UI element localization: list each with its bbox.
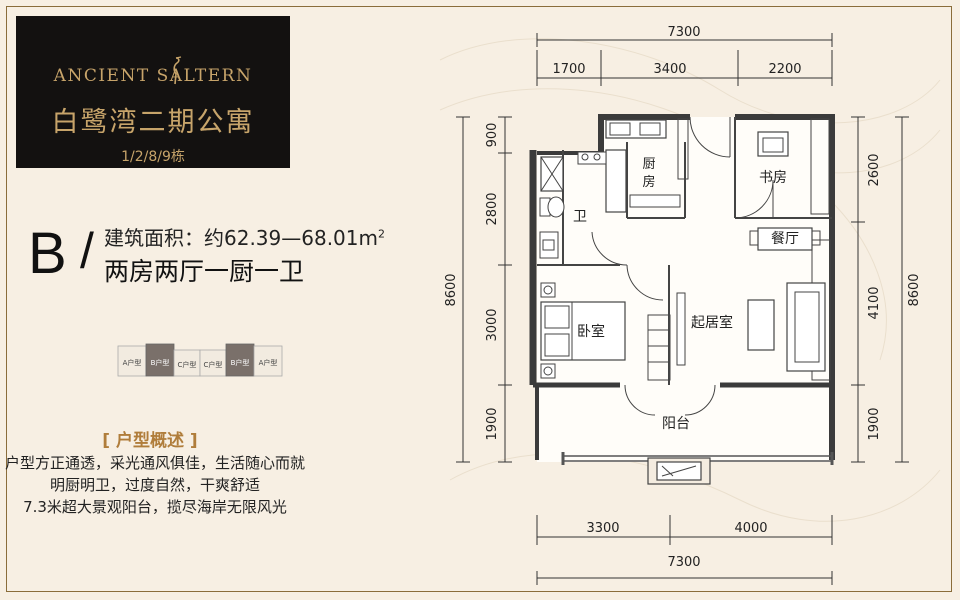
room-label-kitchen-2: 房 — [642, 174, 655, 190]
dim-bottom-total: 7300 — [667, 555, 700, 570]
key-plan-label-2: B户型 — [151, 358, 170, 367]
dimension-lines — [456, 33, 909, 585]
bedside-table-icon — [540, 282, 556, 379]
key-plan-label-1: A户型 — [123, 358, 142, 367]
room-label-study: 书房 — [759, 170, 787, 186]
overview-line-2: 明厨明卫，过度自然，干爽舒适 — [49, 476, 260, 494]
shower-icon — [540, 156, 564, 192]
building-area: 建筑面积：约62.39—68.01m2 — [104, 222, 385, 251]
dim-top-seg-1: 1700 — [552, 62, 585, 77]
dim-left-seg-3: 3000 — [485, 308, 500, 341]
key-plan-diagram: A户型 B户型 C户型 C户型 B户型 A户型 — [117, 343, 283, 377]
key-plan-label-5: B户型 — [231, 358, 250, 367]
room-label-bath: 卫 — [573, 209, 587, 225]
sofa-icon — [786, 282, 826, 372]
dim-right-seg-2: 4100 — [867, 286, 882, 319]
building-numbers: 1/2/8/9栋 — [121, 149, 185, 165]
brand-name-en: ANCIENT SALTERN — [53, 66, 253, 86]
room-label-balcony: 阳台 — [662, 416, 690, 432]
dim-left-seg-2: 2800 — [485, 192, 500, 225]
door-swings — [591, 116, 774, 416]
key-plan-a-right — [253, 345, 283, 377]
kitchen-sink-icon — [605, 119, 667, 139]
study-desk-icon — [757, 131, 789, 157]
dining-table-icon — [749, 227, 821, 251]
heron-logo-icon — [173, 56, 182, 85]
building-area-text: 建筑面积：约62.39—68.01m — [104, 226, 378, 250]
page-frame — [6, 6, 952, 592]
overview-title: [ 户型概述 ] — [102, 431, 198, 451]
dim-top-seg-3: 2200 — [768, 62, 801, 77]
key-plan-a-left — [117, 345, 147, 377]
coffee-table-icon — [747, 299, 775, 351]
bed-icon — [540, 301, 626, 361]
brand-logo-block: ANCIENT SALTERN 白鹭湾二期公寓 1/2/8/9栋 — [16, 16, 290, 168]
key-plan-label-4: C户型 — [204, 360, 223, 369]
dim-left-seg-4: 1900 — [485, 407, 500, 440]
area-unit-sup: 2 — [378, 227, 385, 241]
room-label-living: 起居室 — [691, 314, 733, 331]
dim-top-total: 7300 — [667, 25, 700, 40]
key-plan-label-6: A户型 — [259, 358, 278, 367]
brand-name-cn: 白鹭湾二期公寓 — [51, 107, 255, 138]
fridge-icon — [629, 194, 681, 208]
dim-bottom-seg-2: 4000 — [734, 521, 767, 536]
room-label-kitchen-1: 厨 — [642, 157, 655, 172]
key-plan-b-right — [225, 343, 255, 377]
windows — [647, 118, 831, 381]
ac-unit-icon — [647, 457, 711, 485]
stove-icon — [581, 153, 601, 161]
unit-type-slash: / — [80, 223, 94, 279]
toilet-icon — [539, 196, 565, 218]
key-plan-label-3: C户型 — [178, 360, 197, 369]
dim-left-total: 8600 — [444, 273, 459, 306]
room-label-dining: 餐厅 — [771, 231, 799, 247]
overview-text: 户型方正通透，采光通风俱佳，生活随心而就 明厨明卫，过度自然，干爽舒适 7.3米… — [0, 452, 310, 518]
dim-right-seg-3: 1900 — [867, 407, 882, 440]
dim-top-seg-2: 3400 — [653, 62, 686, 77]
exterior-walls — [529, 114, 835, 460]
dim-right-total: 8600 — [907, 273, 922, 306]
overview-line-1: 户型方正通透，采光通风俱佳，生活随心而就 — [4, 454, 305, 472]
unit-type-letter: B — [28, 221, 67, 286]
unit-layout: 两房两厅一厨一卫 — [104, 257, 305, 286]
key-plan-b-left — [145, 343, 175, 377]
dim-bottom-seg-1: 3300 — [586, 521, 619, 536]
tv-cabinet-icon — [676, 292, 686, 366]
dim-right-seg-1: 2600 — [867, 153, 882, 186]
room-label-bedroom: 卧室 — [577, 323, 605, 340]
washbasin-icon — [539, 231, 559, 259]
overview-line-3: 7.3米超大景观阳台，揽尽海岸无限风光 — [23, 498, 287, 516]
dim-left-seg-1: 900 — [485, 123, 500, 148]
